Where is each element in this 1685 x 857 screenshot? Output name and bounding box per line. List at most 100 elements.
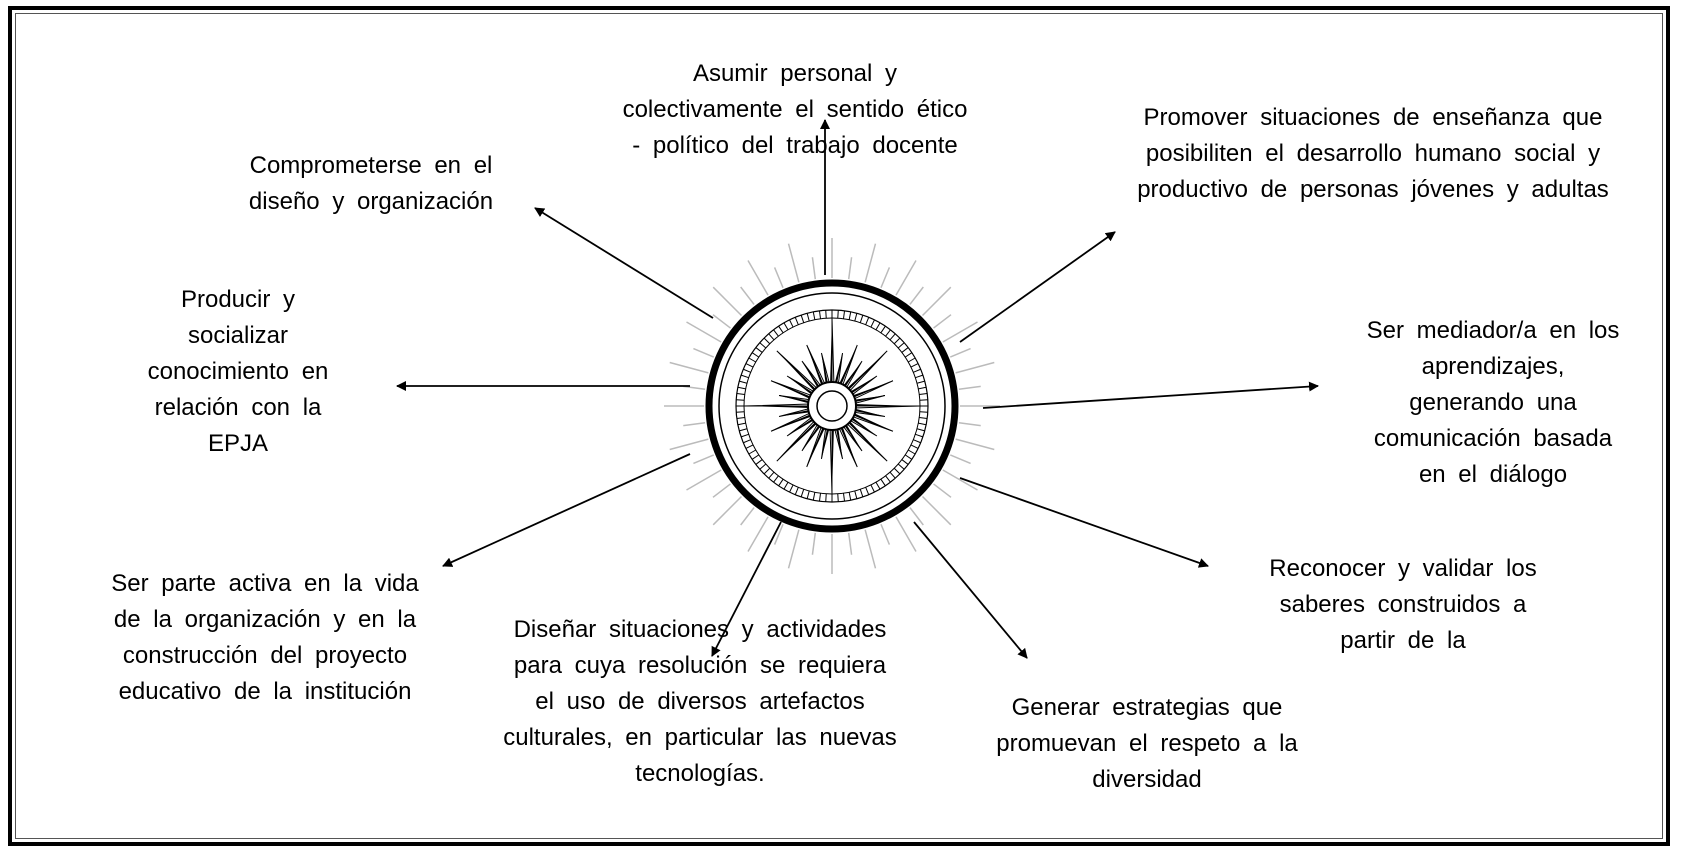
glow-ray xyxy=(747,516,769,552)
glow-ray xyxy=(787,529,800,569)
glow-ray xyxy=(773,523,784,545)
tick-mark xyxy=(745,444,754,449)
compass-tick-marks xyxy=(736,310,928,502)
glow-ray xyxy=(880,523,891,545)
tick-mark xyxy=(759,342,767,349)
tick-mark xyxy=(848,492,852,501)
tick-mark xyxy=(759,463,767,470)
tick-mark xyxy=(870,484,875,493)
tick-mark xyxy=(751,454,760,460)
arrow-to-mediador xyxy=(982,381,1319,409)
tick-mark xyxy=(789,484,794,493)
tick-mark xyxy=(800,314,805,323)
glow-ray xyxy=(880,267,891,289)
compass-glow-rays xyxy=(664,238,1000,574)
tick-mark xyxy=(870,319,875,328)
tick-mark xyxy=(755,347,763,353)
tick-mark xyxy=(919,411,928,413)
tick-mark xyxy=(893,467,901,475)
tick-mark xyxy=(743,368,751,373)
arrow-to-parte xyxy=(442,453,691,567)
tick-mark xyxy=(913,368,921,373)
tick-mark xyxy=(751,352,760,358)
arrow-to-generar xyxy=(913,521,1028,659)
tick-mark xyxy=(885,329,891,337)
tick-mark xyxy=(893,337,901,345)
glow-ray xyxy=(669,361,709,374)
tick-mark xyxy=(812,311,816,320)
tick-mark xyxy=(768,333,775,341)
tick-mark xyxy=(919,399,928,401)
arrow-to-reconocer xyxy=(959,477,1209,568)
compass-center-dot xyxy=(816,390,848,422)
node-reconocer: Reconocer y validar los saberes construi… xyxy=(1269,555,1537,654)
node-parte: Ser parte activa en la vida de la organi… xyxy=(111,570,419,705)
arrow-to-disenar xyxy=(711,521,782,657)
compass-ring-2 xyxy=(718,292,946,520)
tick-mark xyxy=(806,313,810,322)
tick-mark xyxy=(736,411,745,413)
glow-ray xyxy=(949,454,971,465)
glow-ray xyxy=(686,469,722,491)
glow-ray xyxy=(669,438,709,451)
glow-ray xyxy=(942,321,978,343)
tick-mark xyxy=(773,475,779,483)
glow-ray xyxy=(712,314,731,329)
tick-mark xyxy=(848,311,852,320)
tick-mark xyxy=(901,459,909,465)
tick-mark xyxy=(907,449,916,455)
glow-ray xyxy=(955,438,995,451)
tick-mark xyxy=(737,422,746,426)
glow-ray xyxy=(895,260,917,296)
tick-mark xyxy=(916,380,925,384)
tick-mark xyxy=(910,363,919,368)
tick-mark xyxy=(739,380,748,384)
tick-mark xyxy=(763,467,771,475)
tick-mark xyxy=(913,439,921,444)
tick-mark xyxy=(897,463,905,470)
node-comprometerse: Comprometerse en el diseño y organizació… xyxy=(248,152,494,215)
tick-mark xyxy=(818,493,822,502)
glow-ray xyxy=(693,347,715,358)
glow-ray xyxy=(909,507,924,526)
tick-mark xyxy=(859,314,864,323)
tick-mark xyxy=(854,490,858,499)
glow-ray xyxy=(740,286,755,305)
tick-mark xyxy=(875,481,881,490)
tick-mark xyxy=(919,416,928,420)
node-generar: Generar estrategias que promuevan el res… xyxy=(996,694,1298,793)
tick-mark xyxy=(880,478,886,487)
tick-mark xyxy=(745,363,754,368)
tick-mark xyxy=(737,386,746,390)
glow-ray xyxy=(921,495,952,526)
glow-ray xyxy=(921,286,952,317)
node-producir: Producir y socializar conocimiento en re… xyxy=(147,286,329,457)
glow-ray xyxy=(847,532,853,555)
glow-ray xyxy=(712,483,731,498)
glow-ray xyxy=(811,257,817,280)
tick-mark xyxy=(812,492,816,501)
tick-mark xyxy=(880,325,886,334)
tick-mark xyxy=(748,357,757,363)
glow-ray xyxy=(747,260,769,296)
tick-mark xyxy=(875,322,881,331)
tick-mark xyxy=(778,478,784,487)
tick-mark xyxy=(915,433,924,438)
tick-mark xyxy=(916,428,925,432)
glow-ray xyxy=(811,532,817,555)
tick-mark xyxy=(794,487,799,495)
tick-mark xyxy=(837,310,839,319)
glow-ray xyxy=(942,469,978,491)
tick-mark xyxy=(904,352,913,358)
glow-ray xyxy=(693,454,715,465)
tick-mark xyxy=(783,322,789,331)
tick-mark xyxy=(904,454,913,460)
tick-mark xyxy=(910,444,919,449)
tick-mark xyxy=(739,428,748,432)
tick-mark xyxy=(825,493,827,502)
glow-ray xyxy=(847,257,853,280)
diagram-frame xyxy=(8,6,1670,846)
tick-mark xyxy=(825,310,827,319)
glow-ray xyxy=(683,421,706,427)
tick-mark xyxy=(889,471,896,479)
